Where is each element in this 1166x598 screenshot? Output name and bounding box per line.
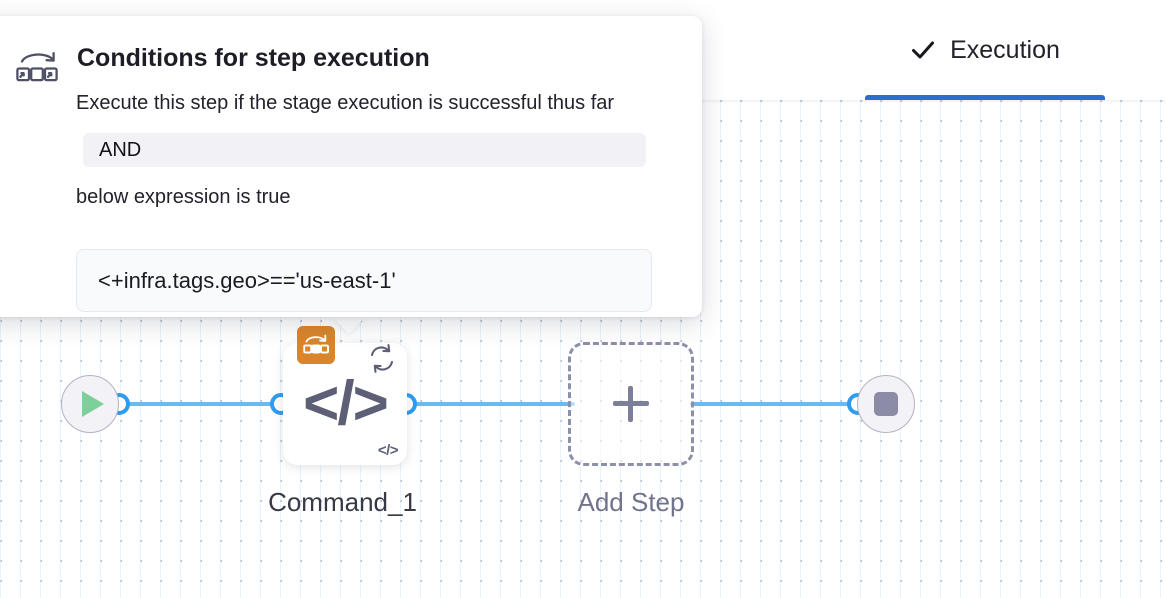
condition-operator-field[interactable]: AND — [83, 133, 646, 167]
plus-icon — [613, 386, 649, 422]
play-icon — [82, 391, 104, 417]
code-icon: </> — [303, 369, 389, 438]
connector-addstep-to-end — [690, 402, 865, 406]
stop-icon — [874, 392, 898, 416]
condition-expression-field[interactable]: <+infra.tags.geo>=='us-east-1' — [76, 249, 652, 312]
retry-icon — [365, 343, 399, 375]
pipeline-start-node[interactable] — [61, 375, 119, 433]
conditional-execution-icon — [15, 49, 59, 87]
popover-pointer — [332, 316, 366, 334]
popover-description: Execute this step if the stage execution… — [76, 92, 615, 114]
pipeline-end-node[interactable] — [857, 375, 915, 433]
conditional-execution-badge — [297, 326, 335, 364]
condition-operator-value: AND — [99, 138, 142, 161]
condition-expression-value: <+infra.tags.geo>=='us-east-1' — [98, 267, 396, 293]
code-type-icon: </> — [377, 442, 399, 459]
tab-active-underline — [865, 95, 1105, 100]
tab-execution[interactable]: Execution — [863, 0, 1107, 100]
connector-step-to-addstep — [403, 402, 575, 406]
add-step-button[interactable] — [568, 342, 694, 466]
check-icon — [910, 37, 936, 63]
popover-title: Conditions for step execution — [77, 44, 430, 72]
tab-execution-label: Execution — [950, 35, 1060, 64]
conditional-execution-popover: Conditions for step execution Execute th… — [0, 16, 702, 317]
connector-start-to-step — [119, 402, 287, 406]
step-node-label: Command_1 — [268, 487, 417, 517]
add-step-label: Add Step — [577, 487, 685, 517]
popover-sub-description: below expression is true — [76, 186, 291, 208]
